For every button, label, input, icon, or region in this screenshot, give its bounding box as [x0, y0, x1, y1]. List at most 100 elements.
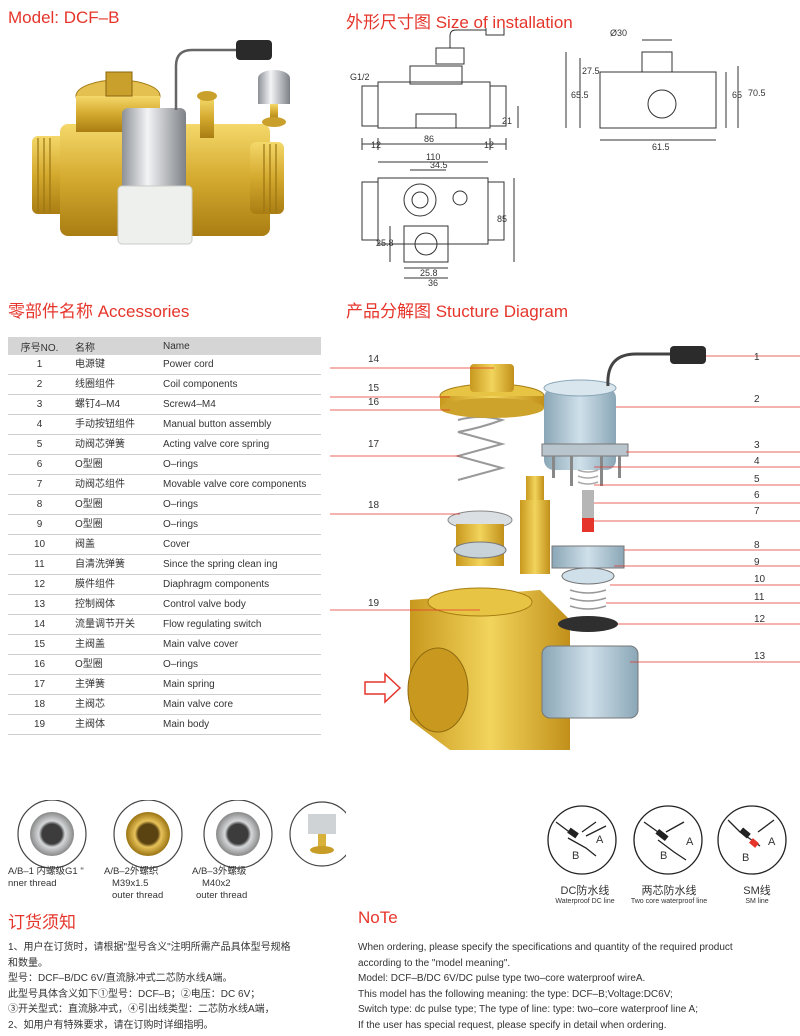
cell-cn: O型圈: [71, 494, 159, 515]
dim-27-5: 27.5: [582, 66, 600, 76]
struct-label-18: 18: [368, 500, 380, 511]
struct-label-3: 3: [754, 440, 760, 451]
struct-label-1: 1: [754, 352, 760, 363]
dim-61-5: 61.5: [652, 142, 670, 152]
dim-65-5: 65.5: [571, 90, 589, 100]
wire-1-en: Waterproof DC line: [555, 898, 615, 905]
cell-no: 6: [8, 454, 71, 475]
struct-label-16: 16: [368, 397, 380, 408]
accessories-heading: 零部件名称 Accessories: [8, 302, 190, 321]
order-cn-line: 1、用户在订货时，请根据"型号含义"注明所需产品具体型号规格: [8, 942, 291, 953]
order-cn-heading: 订货须知: [8, 913, 76, 932]
dim-12a: 12: [371, 140, 382, 150]
cell-en: Power cord: [159, 355, 321, 375]
thread-3-line3: outer thread: [196, 890, 248, 901]
dim-70-5: 70.5: [748, 88, 766, 98]
struct-label-12: 12: [754, 614, 766, 625]
cell-cn: 膜件组件: [71, 574, 159, 595]
cell-no: 7: [8, 474, 71, 495]
wire-icons: [547, 805, 787, 875]
wire-2-cn: 两芯防水线: [641, 885, 697, 897]
model-title: Model: DCF–B: [8, 8, 120, 27]
thread-2-line3: outer thread: [112, 890, 164, 901]
cell-no: 12: [8, 574, 71, 595]
cell-no: 3: [8, 394, 71, 415]
note-en-line: If the user has special request, please …: [358, 1019, 667, 1031]
dim-25-8a: 25.8: [376, 238, 394, 248]
order-cn-line: ③开关型式：直流脉冲式，④引出线类型：二芯防水线A端，: [8, 1004, 275, 1016]
struct-label-2: 2: [754, 394, 760, 405]
thread-3-line1: A/B–3外螺级: [192, 866, 247, 877]
struct-label-17: 17: [368, 439, 380, 450]
dim-phi30: Ø30: [610, 28, 628, 38]
cell-en: Manual button assembly: [159, 414, 321, 435]
cell-no: 1: [8, 355, 71, 375]
cell-no: 17: [8, 674, 71, 695]
struct-label-9: 9: [754, 557, 760, 568]
cell-en: O–rings: [159, 454, 321, 475]
cell-cn: 线圈组件: [71, 374, 159, 395]
wire-2-b: B: [660, 850, 668, 862]
cell-en: Cover: [159, 534, 321, 555]
dim-25-8b: 25.8: [420, 268, 438, 278]
cell-no: 16: [8, 654, 71, 675]
cell-cn: 主阀盖: [71, 634, 159, 655]
struct-label-7: 7: [754, 506, 760, 517]
cell-no: 5: [8, 434, 71, 455]
struct-label-5: 5: [754, 474, 760, 485]
note-en-line: This model has the following meaning: th…: [358, 988, 673, 1000]
struct-label-10: 10: [754, 574, 766, 585]
note-en-line: When ordering, please specify the specif…: [358, 942, 733, 953]
cell-cn: O型圈: [71, 454, 159, 475]
table-header-row: 序号NO. 名称 Name: [8, 337, 321, 355]
dim-21: 21: [502, 116, 513, 126]
struct-label-8: 8: [754, 540, 760, 551]
thread-1-caption: A/B–1 内螺级G1 " nner thread: [8, 866, 84, 890]
wire-3-en: SM line: [745, 898, 769, 905]
col-no-header: 序号NO.: [8, 337, 71, 355]
cell-en: Main body: [159, 714, 321, 735]
col-en-header: Name: [159, 337, 321, 355]
dim-g12: G1/2: [350, 72, 370, 82]
thread-photos: [17, 800, 346, 869]
cell-cn: 自清洗弹簧: [71, 554, 159, 575]
thread-1-line1: A/B–1 内螺级G1 ": [8, 866, 84, 877]
note-en-line: according to the "model meaning".: [358, 957, 511, 969]
cell-cn: 动阀芯弹簧: [71, 434, 159, 455]
struct-label-13: 13: [754, 651, 766, 662]
cell-en: Since the spring clean ing: [159, 554, 321, 575]
dim-110: 110: [426, 152, 441, 162]
note-en-line: Switch type: dc pulse type; The type of …: [358, 1004, 698, 1016]
cell-en: O–rings: [159, 514, 321, 535]
cell-en: Control valve body: [159, 594, 321, 615]
thread-1-line2: nner thread: [8, 878, 57, 889]
thread-2-line1: A/B–2外螺织: [104, 866, 159, 877]
struct-label-15: 15: [368, 383, 380, 394]
order-cn-line: 型号：DCF–B/DC 6V/直流脉冲式二芯防水线A端。: [8, 973, 233, 985]
struct-label-11: 11: [754, 592, 765, 603]
order-cn-line: 此型号具体含义如下①型号：DCF–B；②电压：DC 6V；: [8, 988, 261, 1000]
cell-no: 18: [8, 694, 71, 715]
wire-3-b: B: [742, 852, 750, 864]
cell-en: Main valve core: [159, 694, 321, 715]
cell-no: 11: [8, 554, 71, 575]
note-en-line: Model: DCF–B/DC 6V/DC pulse type two–cor…: [358, 973, 646, 985]
cell-en: Flow regulating switch: [159, 614, 321, 635]
cell-no: 14: [8, 614, 71, 635]
dim-85: 85: [497, 214, 508, 224]
cell-en: Acting valve core spring: [159, 434, 321, 455]
cell-en: Main valve cover: [159, 634, 321, 655]
wire-2-caption: 两芯防水线 Two core waterproof line: [622, 882, 716, 905]
struct-label-19: 19: [368, 598, 380, 609]
cell-no: 4: [8, 414, 71, 435]
